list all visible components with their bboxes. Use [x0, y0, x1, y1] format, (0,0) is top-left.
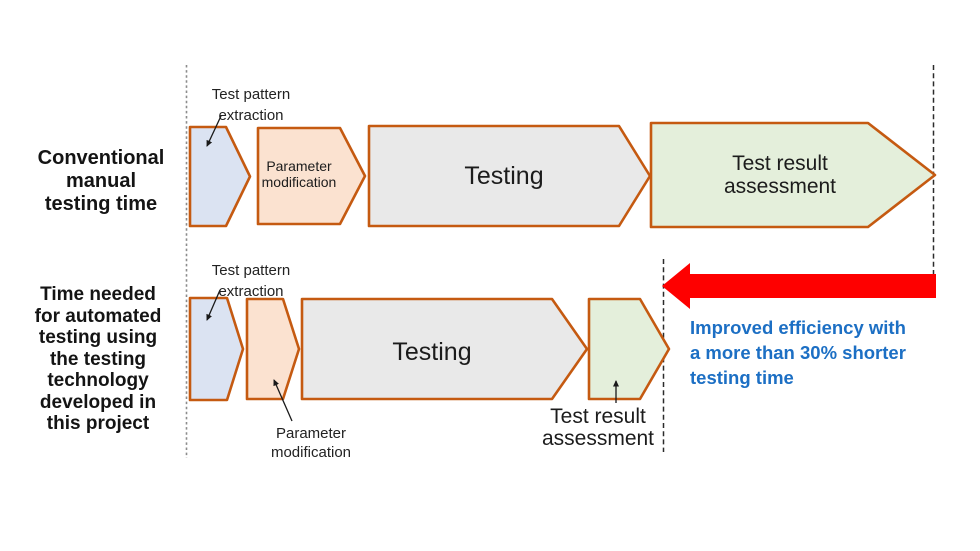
- bottom-parameter-annotation: Parameter modification: [270, 425, 352, 461]
- time-saving-left-arrow: [662, 263, 936, 309]
- top-testing-shape: [367, 124, 652, 228]
- bottom-parameter-pointer-arrow: [273, 379, 293, 422]
- bottom-assessment-annotation: Test result assessment: [541, 405, 655, 450]
- bottom-testing-step-label: Testing: [392, 338, 472, 366]
- bottom-test-pattern-shape: [188, 296, 245, 402]
- bottom-parameter-shape: [245, 297, 301, 401]
- bottom-test-pattern-pointer-arrow: [206, 289, 221, 321]
- bottom-assessment-shape: [587, 297, 671, 401]
- top-test-pattern-pointer-arrow: [206, 115, 222, 147]
- top-testing-step-label: Testing: [464, 162, 544, 190]
- top-test-pattern-annotation: Test pattern extraction: [211, 86, 291, 124]
- bottom-test-pattern-annotation: Test pattern extraction: [211, 262, 291, 300]
- top-parameter-step-label: Parameter modification: [261, 158, 337, 190]
- automated-row-label: Time needed for automated testing using …: [34, 284, 162, 434]
- top-assessment-step-label: Test result assessment: [723, 152, 837, 198]
- efficiency-callout-text: Improved efficiency with a more than 30%…: [690, 317, 906, 388]
- conventional-row-label: Conventional manual testing time: [37, 147, 165, 215]
- top-parameter-shape: [256, 126, 367, 226]
- top-assessment-shape: [649, 121, 937, 229]
- top-test-pattern-shape: [188, 125, 252, 228]
- bottom-testing-shape: [300, 297, 589, 401]
